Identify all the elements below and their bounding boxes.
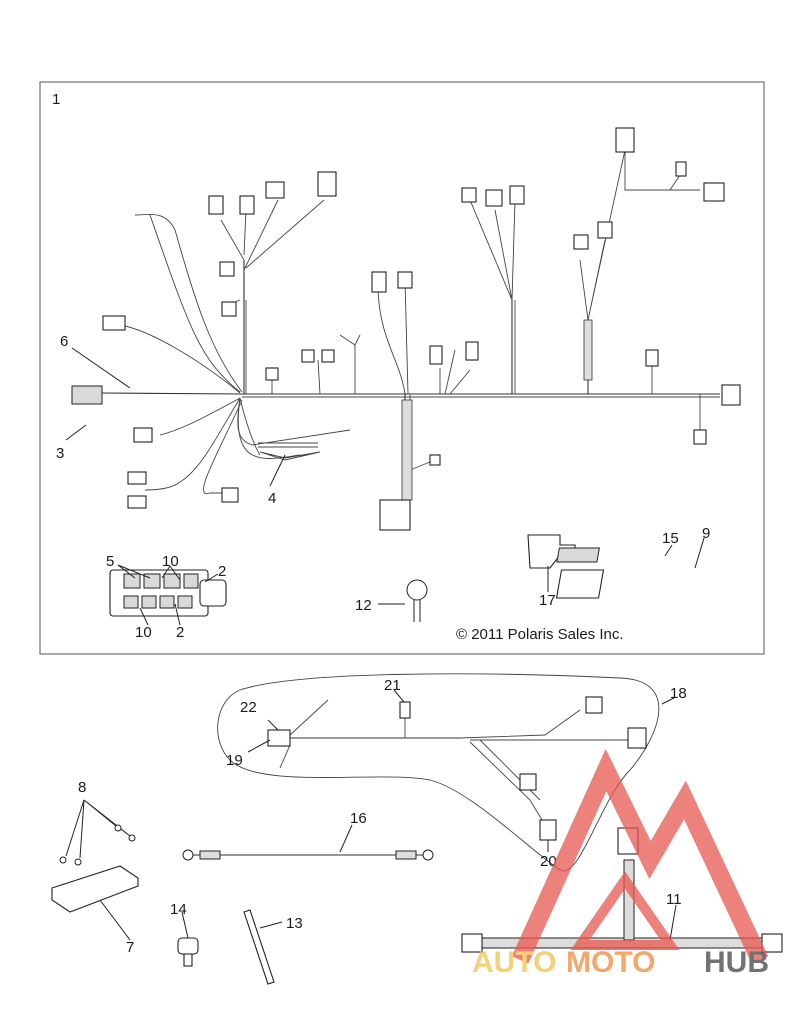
callout-5: 5 <box>106 553 114 570</box>
callout-20: 20 <box>540 853 557 870</box>
fuse-relay-box <box>109 569 227 617</box>
callout-8: 8 <box>78 779 86 796</box>
callout-19: 19 <box>226 752 243 769</box>
callout-labels: 1 6 3 4 5 10 2 10 2 12 17 15 9 21 22 19 … <box>52 91 710 956</box>
callout-2-top: 2 <box>218 563 226 580</box>
callout-2-bottom: 2 <box>176 624 184 641</box>
callout-3: 3 <box>56 445 64 462</box>
watermark-text-hub: HUB <box>704 946 769 979</box>
cable-ties <box>258 442 321 461</box>
callout-14: 14 <box>170 901 187 918</box>
callout-15: 15 <box>662 530 679 547</box>
callout-10-bottom: 10 <box>135 624 152 641</box>
watermark-triangle-inner <box>570 871 680 950</box>
harness-clip <box>177 937 199 967</box>
callout-6: 6 <box>60 333 68 350</box>
callout-12: 12 <box>355 597 372 614</box>
callout-leaders <box>65 347 705 941</box>
callout-16: 16 <box>350 810 367 827</box>
callout-1: 1 <box>52 91 60 108</box>
callout-22: 22 <box>240 699 257 716</box>
mounting-bracket <box>51 865 139 913</box>
callout-18: 18 <box>670 685 687 702</box>
automotohub-watermark: AUTO MOTO HUB <box>472 748 769 979</box>
watermark-triangle-outer <box>511 748 769 964</box>
assembly-frame <box>39 81 765 655</box>
grommet-clip <box>406 579 428 622</box>
callout-13: 13 <box>286 915 303 932</box>
long-cable-tie <box>243 909 275 985</box>
callout-7: 7 <box>126 939 134 956</box>
copyright-notice: © 2011 Polaris Sales Inc. <box>456 626 624 643</box>
callout-9: 9 <box>702 525 710 542</box>
callout-17: 17 <box>539 592 556 609</box>
sub-harness <box>267 696 647 841</box>
callout-10-top: 10 <box>162 553 179 570</box>
callout-21: 21 <box>384 677 401 694</box>
callout-4: 4 <box>268 490 276 507</box>
watermark-text-auto: AUTO <box>472 946 556 979</box>
watermark-text-moto: MOTO <box>566 946 655 979</box>
harness-connectors <box>71 127 741 531</box>
sub-harness-outline <box>217 673 660 872</box>
callout-11: 11 <box>666 891 682 908</box>
label-kit <box>555 547 605 599</box>
ground-cable <box>182 849 434 861</box>
main-wire-harness <box>99 149 720 501</box>
screws <box>59 799 136 866</box>
